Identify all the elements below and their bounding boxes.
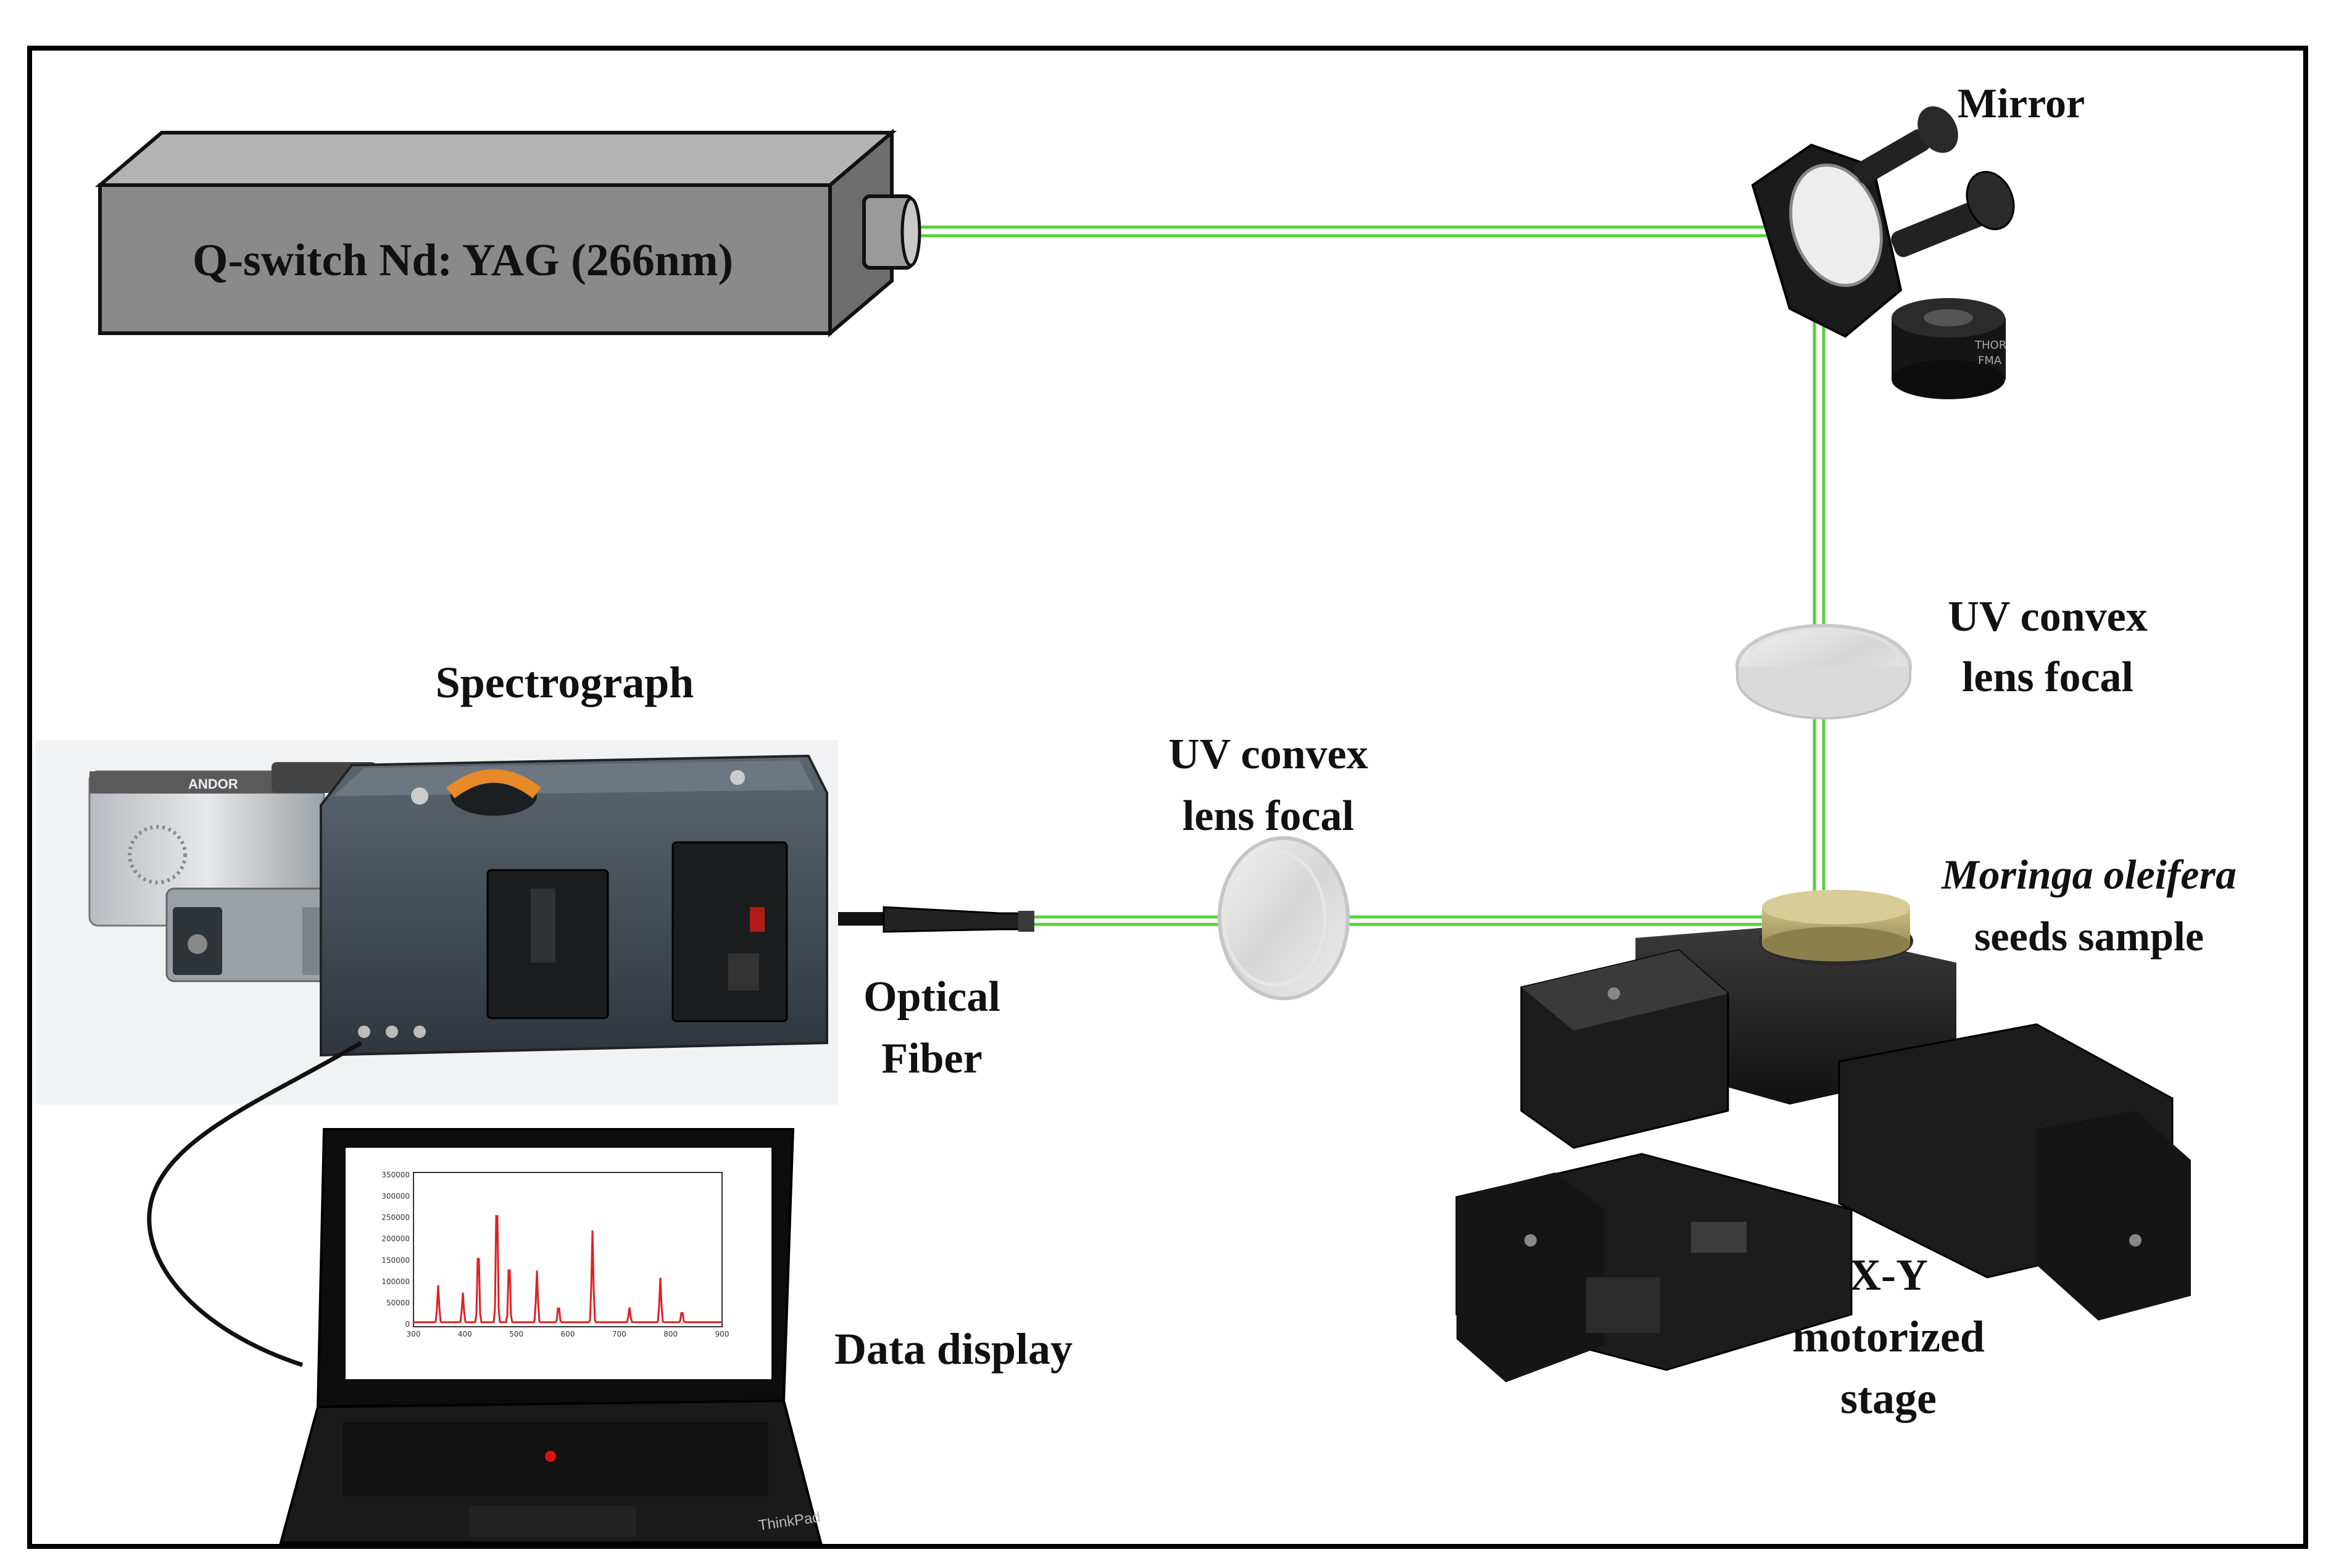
stage-label-line3: stage xyxy=(1840,1374,1937,1423)
spectrograph: ANDOR xyxy=(36,740,838,1105)
mirror-mount: THOR FMA xyxy=(1751,106,2015,399)
seed-sample xyxy=(1762,890,1910,961)
screen-y-tick: 50000 xyxy=(386,1298,410,1307)
beam-horizontal-top xyxy=(912,225,1826,238)
stage-connector xyxy=(1691,1222,1747,1253)
screen-x-tick: 700 xyxy=(612,1330,626,1338)
stage-motor-left-upper xyxy=(1520,949,1729,1149)
data-display-label: Data display xyxy=(834,1324,1073,1374)
screen-x-tick: 900 xyxy=(715,1330,729,1338)
laser-beam xyxy=(912,225,1826,926)
screen-x-tick: 400 xyxy=(458,1330,472,1338)
lens-middle-label-line2: lens focal xyxy=(1182,792,1354,840)
mirror-label: Mirror xyxy=(1958,80,2085,127)
mount-engraving-2: FMA xyxy=(1978,354,2002,367)
fiber-input-port xyxy=(671,841,788,1023)
screen-x-tick: 600 xyxy=(561,1330,575,1338)
stage-label-line1: X-Y xyxy=(1849,1250,1928,1300)
screen-x-tick: 300 xyxy=(407,1330,421,1338)
mirror-base-post: THOR FMA xyxy=(1892,298,2006,399)
fiber-label-line2: Fiber xyxy=(881,1035,982,1082)
screen-x-tick: 500 xyxy=(509,1330,523,1338)
mount-engraving-1: THOR xyxy=(1974,339,2006,352)
beam-horizontal-bottom xyxy=(1030,915,1826,926)
uv-convex-lens-upper xyxy=(1735,624,1912,720)
uv-convex-lens-middle xyxy=(1218,836,1350,1000)
stage-label-line2: motorized xyxy=(1792,1312,1985,1361)
data-cable xyxy=(147,1040,362,1367)
screen-y-tick: 300000 xyxy=(381,1192,410,1201)
screen-y-tick: 0 xyxy=(405,1320,410,1329)
xy-motorized-stage xyxy=(1455,890,2191,1382)
screen-y-tick: 200000 xyxy=(381,1235,410,1243)
laser-output-aperture xyxy=(862,194,921,270)
screen-spectrum-plot: 3500003000002500002000001500001000005000… xyxy=(381,1171,729,1338)
screen-y-tick: 350000 xyxy=(381,1171,410,1179)
spectrograph-label: Spectrograph xyxy=(436,658,694,707)
lens-upper-label-line1: UV convex xyxy=(1948,593,2147,641)
emission-spectrum-trace xyxy=(413,1215,722,1324)
screen-x-tick: 800 xyxy=(663,1330,678,1338)
nd-yag-laser: Q-switch Nd: YAG (266nm) xyxy=(94,128,921,338)
fiber-label-line1: Optical xyxy=(863,973,1000,1021)
detector-head xyxy=(165,887,341,982)
laser-label: Q-switch Nd: YAG (266nm) xyxy=(193,235,733,286)
screen-y-tick: 250000 xyxy=(381,1213,410,1222)
beam-vertical xyxy=(1813,225,1826,926)
screen-y-tick: 100000 xyxy=(381,1277,410,1286)
trackpoint xyxy=(545,1451,556,1462)
sample-label-line2: seeds sample xyxy=(1974,913,2204,960)
mirror-optic xyxy=(1789,163,1883,288)
sample-label-line1: Moringa oleifera xyxy=(1941,851,2237,898)
iccd-camera: ANDOR xyxy=(88,762,376,927)
stage-motor-left-lower xyxy=(1455,1153,1853,1382)
trackpad xyxy=(469,1506,636,1537)
andor-brand: ANDOR xyxy=(188,776,238,792)
lens-middle-label-line1: UV convex xyxy=(1168,731,1368,778)
screen-y-tick: 150000 xyxy=(381,1256,410,1264)
stage-motor-right xyxy=(1838,1023,2191,1321)
spectrograph-body xyxy=(320,754,828,1057)
lens-upper-label-line2: lens focal xyxy=(1962,653,2133,701)
optical-fiber xyxy=(760,906,1034,933)
keyboard xyxy=(343,1422,768,1496)
